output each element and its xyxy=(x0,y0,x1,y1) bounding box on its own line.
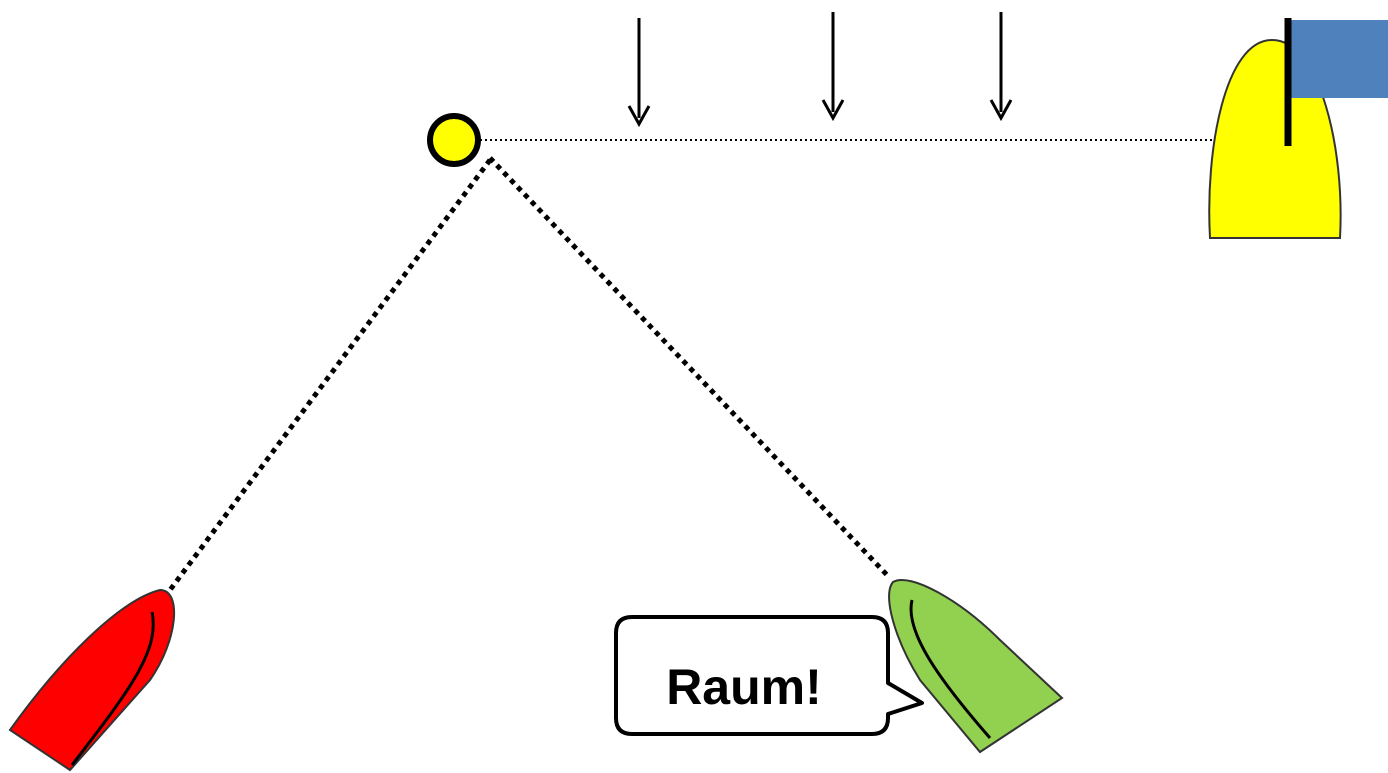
down-arrow-icon xyxy=(989,12,1013,122)
down-arrow-icon xyxy=(821,12,845,122)
mark-to-red-boat-line xyxy=(167,158,493,592)
buoy-icon xyxy=(427,113,481,167)
red-boat xyxy=(8,588,176,772)
speech-bubble: Raum! xyxy=(614,615,924,736)
speech-bubble-text: Raum! xyxy=(666,659,822,715)
down-arrow-icon xyxy=(627,18,651,128)
green-boat xyxy=(888,579,1064,754)
mark-to-green-boat-line xyxy=(488,156,890,578)
flag-icon xyxy=(1288,20,1388,98)
